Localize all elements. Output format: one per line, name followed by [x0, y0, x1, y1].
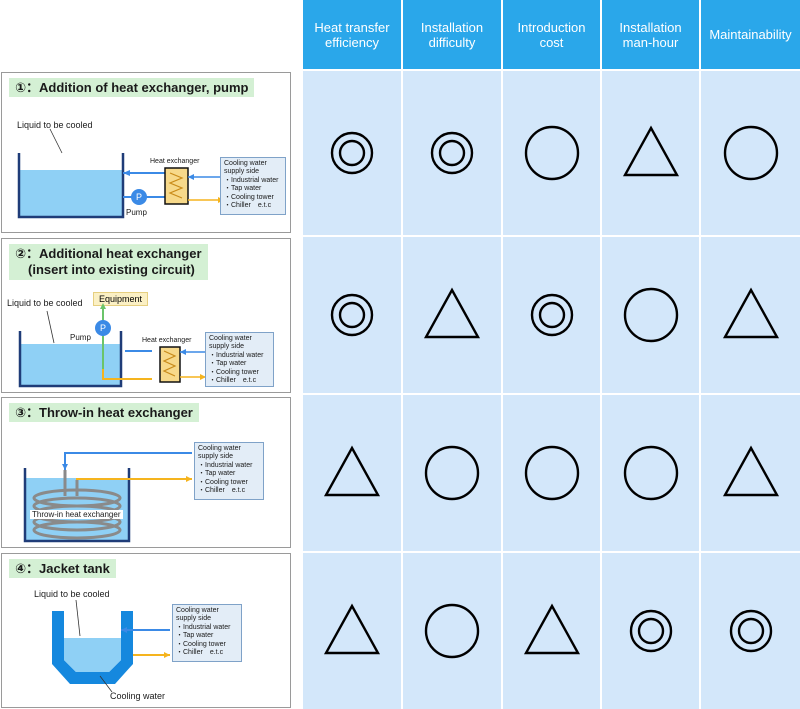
- rating-cell: [403, 553, 501, 709]
- header-installation-man-hour: Installation man-hour: [602, 0, 699, 69]
- header-heat-transfer-efficiency: Heat transfer efficiency: [303, 0, 401, 69]
- double-circle-icon: [330, 131, 374, 175]
- rating-cell: [403, 71, 501, 235]
- rating-cell: [503, 553, 600, 709]
- cooling-water-supply-box: Cooling water supply side ・Industrial wa…: [172, 604, 242, 662]
- rating-cell: [403, 395, 501, 551]
- rating-cell: [303, 395, 401, 551]
- cooling-water-supply-box: Cooling water supply side ・Industrial wa…: [205, 332, 274, 387]
- triangle-icon: [323, 603, 381, 655]
- double-circle-icon: [430, 131, 474, 175]
- triangle-icon: [722, 287, 779, 339]
- jacket-tank-icon: [52, 611, 133, 684]
- method-panel-3: ③：Throw-in heat exchanger Throw-in heat …: [1, 397, 291, 548]
- heat-exchanger-label: Heat exchanger: [142, 337, 192, 344]
- circle-icon: [524, 445, 579, 501]
- pump-icon: [95, 320, 111, 336]
- method-panel-2: ②：Additional heat exchanger (insert into…: [1, 238, 291, 393]
- pump-symbol: P: [136, 192, 143, 202]
- rating-cell: [701, 395, 800, 551]
- liquid-label: Liquid to be cooled: [17, 120, 93, 130]
- method-title: ④：Jacket tank: [9, 559, 116, 578]
- method-title: ①：Addition of heat exchanger, pump: [9, 78, 255, 97]
- cooling-water-supply-box: Cooling water supply side ・Industrial wa…: [220, 157, 286, 215]
- rating-cell: [701, 71, 800, 235]
- double-circle-icon: [629, 609, 672, 653]
- diagram-inline-heat-exchanger: [18, 303, 206, 388]
- heat-exchanger-label: Heat exchanger: [150, 158, 200, 165]
- equipment-box: Equipment: [93, 292, 149, 306]
- rating-cell: [503, 395, 600, 551]
- double-circle-icon: [729, 609, 772, 653]
- triangle-icon: [423, 287, 481, 339]
- rating-cell: [602, 395, 699, 551]
- pump-label: Pump: [126, 208, 147, 217]
- double-circle-icon: [530, 293, 573, 337]
- circle-icon: [623, 287, 678, 343]
- method-title: ③：Throw-in heat exchanger: [9, 403, 199, 422]
- rating-cell: [503, 71, 600, 235]
- rating-cell: [403, 237, 501, 393]
- pump-label: Pump: [70, 333, 91, 342]
- method-panel-1: ①：Addition of heat exchanger, pump Liqui…: [1, 72, 291, 233]
- rating-cell: [602, 553, 699, 709]
- circle-icon: [623, 445, 678, 501]
- cooling-water-supply-box: Cooling water supply side ・Industrial wa…: [194, 442, 264, 500]
- circle-icon: [524, 125, 579, 181]
- triangle-icon: [523, 603, 580, 655]
- method-title: ②：Additional heat exchanger (insert into…: [9, 244, 208, 280]
- header-installation-difficulty: Installation difficulty: [403, 0, 501, 69]
- rating-cell: [303, 71, 401, 235]
- triangle-icon: [323, 445, 381, 497]
- rating-cell: [602, 71, 699, 235]
- heat-exchanger-label: Throw-in heat exchanger: [30, 510, 123, 519]
- triangle-icon: [622, 125, 679, 177]
- pump-symbol: P: [100, 323, 107, 333]
- method-panel-4: ④：Jacket tank Liquid to be cooled Coolin…: [1, 553, 291, 708]
- rating-cell: [701, 553, 800, 709]
- diagram-jacket-tank: [52, 599, 170, 693]
- double-circle-icon: [330, 293, 374, 337]
- pump-icon: [131, 189, 147, 205]
- circle-icon: [424, 445, 480, 501]
- triangle-icon: [722, 445, 779, 497]
- rating-cell: [303, 553, 401, 709]
- rating-cell: [503, 237, 600, 393]
- header-maintainability: Maintainability: [701, 0, 800, 69]
- header-introduction-cost: Introduction cost: [503, 0, 600, 69]
- circle-icon: [723, 125, 778, 181]
- liquid-label: Liquid to be cooled: [34, 589, 110, 599]
- heat-exchanger-icon: [159, 346, 181, 383]
- rating-cell: [602, 237, 699, 393]
- rating-cell: [701, 237, 800, 393]
- liquid-label: Liquid to be cooled: [7, 298, 83, 308]
- cooling-water-label: Cooling water: [110, 691, 166, 701]
- rating-cell: [303, 237, 401, 393]
- circle-icon: [424, 603, 480, 659]
